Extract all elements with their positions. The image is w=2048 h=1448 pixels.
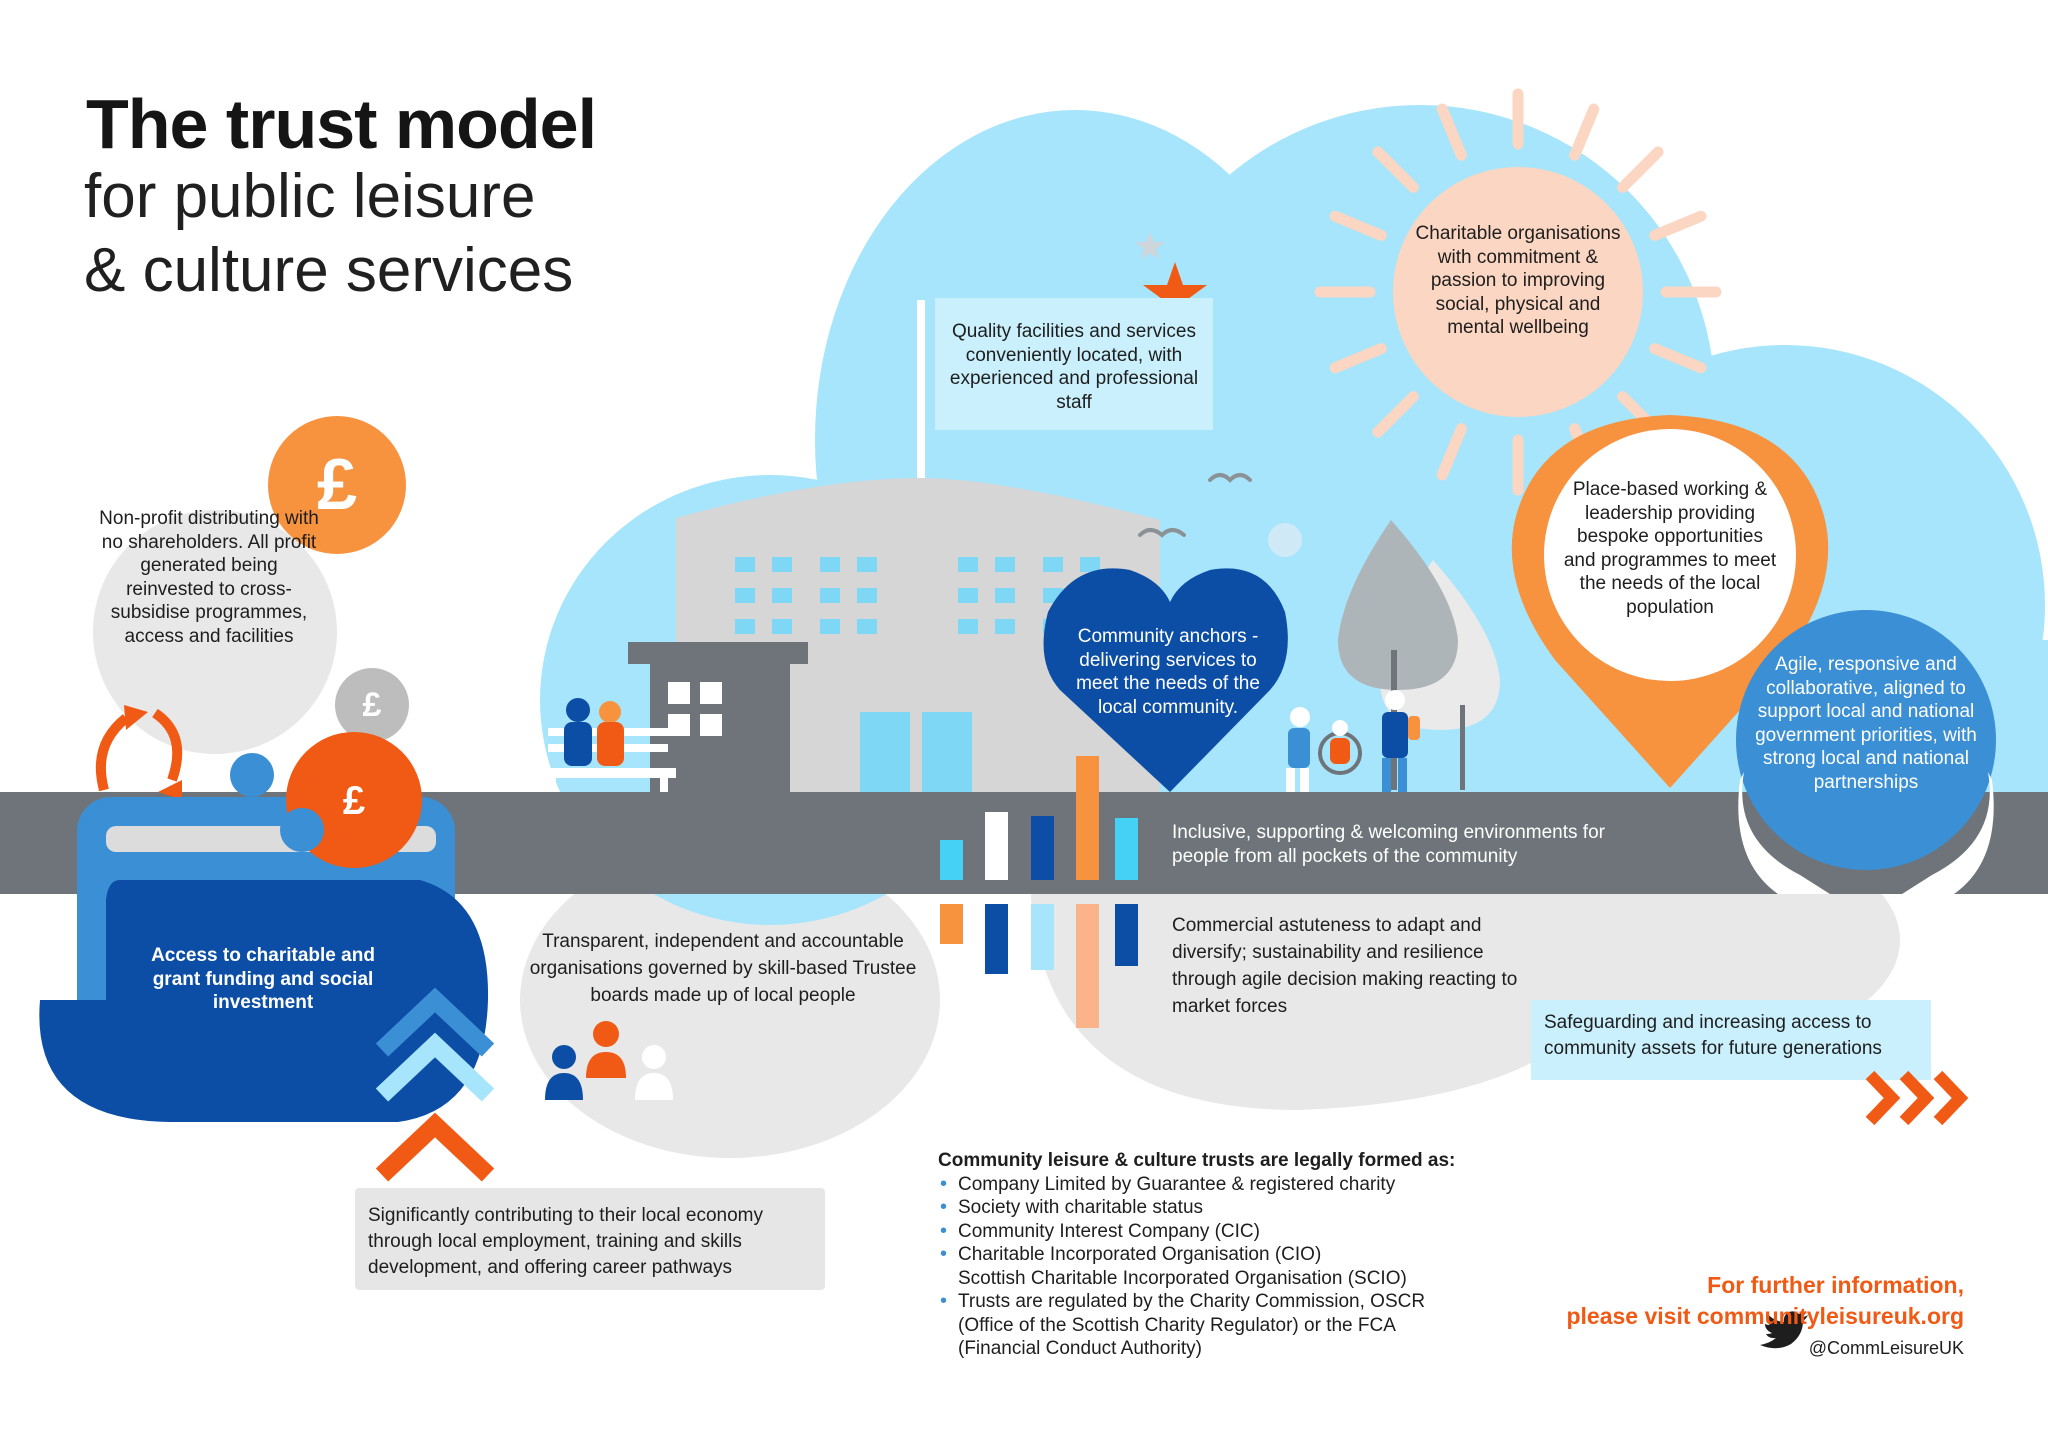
list-item: Society with charitable status	[938, 1196, 1458, 1220]
twitter-handle[interactable]: @CommLeisureUK	[1809, 1338, 1964, 1359]
inclusive-text: Inclusive, supporting & welcoming enviro…	[1172, 822, 1605, 867]
trustee-people	[545, 1021, 673, 1100]
page-subtitle: for public leisure & culture services	[84, 160, 573, 308]
ball	[1268, 523, 1302, 557]
charitable-text: Charitable organisations with commitment…	[1415, 223, 1621, 338]
pound-coin-large	[268, 416, 406, 554]
transparent-text: Transparent, independent and accountable…	[529, 931, 917, 1006]
further-info: For further information, please visit co…	[1566, 1270, 1964, 1332]
grey-star	[1135, 232, 1165, 259]
pound-icon-wallet: £	[342, 779, 366, 823]
legal-forms: Community leisure & culture trusts are l…	[938, 1149, 1458, 1361]
chevrons-right	[1865, 1070, 1969, 1126]
anchors-text: Community anchors - delivering services …	[1076, 626, 1260, 718]
pound-icon-large: £	[316, 445, 358, 525]
economy-box	[355, 1188, 825, 1290]
leisure-building	[628, 478, 1160, 792]
pound-icon-grey: £	[362, 686, 382, 724]
agile-text: Agile, responsive and collaborative, ali…	[1755, 654, 1977, 793]
bar-sticks	[940, 756, 1138, 1028]
sun-ray	[1372, 146, 1419, 193]
sun	[1314, 88, 1722, 496]
safeguarding-box	[1531, 1000, 1931, 1080]
hands-globe	[1736, 610, 1996, 894]
subtitle-line-1: for public leisure	[84, 162, 536, 231]
subtitle-line-2: & culture services	[84, 236, 574, 305]
sun-ray	[1649, 343, 1707, 374]
sun-ray	[1649, 210, 1707, 241]
non-profit-text: Non-profit distributing with no sharehol…	[99, 508, 319, 647]
twitter-bird-icon	[1760, 1311, 1808, 1349]
website-link[interactable]: please visit communityleisureuk.org	[1566, 1303, 1964, 1329]
twitter-handle-text[interactable]: @CommLeisureUK	[1808, 1338, 1964, 1358]
sun-ray	[1329, 343, 1387, 374]
legal-heading: Community leisure & culture trusts are l…	[938, 1150, 1456, 1171]
bench-people	[540, 698, 676, 794]
safeguarding-text: Safeguarding and increasing access to co…	[1544, 1012, 1882, 1059]
orange-star	[1143, 262, 1207, 322]
birds	[1138, 473, 1252, 538]
coin-blue	[230, 753, 274, 797]
arrowhead	[124, 705, 148, 730]
commercial-text: Commercial astuteness to adapt and diver…	[1172, 915, 1518, 1017]
refresh-arrows	[95, 708, 183, 792]
pound-coin-grey	[335, 668, 409, 742]
flagpole	[917, 300, 925, 500]
further-line-1: For further information,	[1707, 1272, 1964, 1298]
heart-shape	[1043, 568, 1288, 792]
arrowhead	[158, 780, 182, 800]
quality-text: Quality facilities and services convenie…	[949, 321, 1199, 413]
economy-text: Significantly contributing to their loca…	[368, 1205, 763, 1278]
list-item: Community Interest Company (CIC)	[938, 1220, 1458, 1244]
list-item: Company Limited by Guarantee & registere…	[938, 1173, 1458, 1197]
legal-list: Company Limited by Guarantee & registere…	[938, 1173, 1458, 1361]
funding-text: Access to charitable and grant funding a…	[151, 945, 375, 1013]
walking-people	[1286, 690, 1420, 798]
place-text: Place-based working & leadership providi…	[1563, 479, 1777, 618]
sun-ray	[1617, 146, 1664, 193]
sun-ray	[1372, 391, 1419, 438]
sun-ray	[1436, 103, 1467, 161]
list-item: Charitable Incorporated Organisation (CI…	[938, 1243, 1458, 1290]
list-item: Trusts are regulated by the Charity Comm…	[938, 1290, 1458, 1361]
sun-ray	[1436, 423, 1467, 481]
quality-box	[935, 298, 1213, 430]
page-title: The trust model	[86, 85, 597, 163]
wallet	[39, 732, 489, 1122]
sun-ray	[1329, 210, 1387, 241]
sun-ray	[1569, 103, 1600, 161]
building-windows	[735, 557, 1100, 792]
up-chevrons	[375, 987, 495, 1182]
